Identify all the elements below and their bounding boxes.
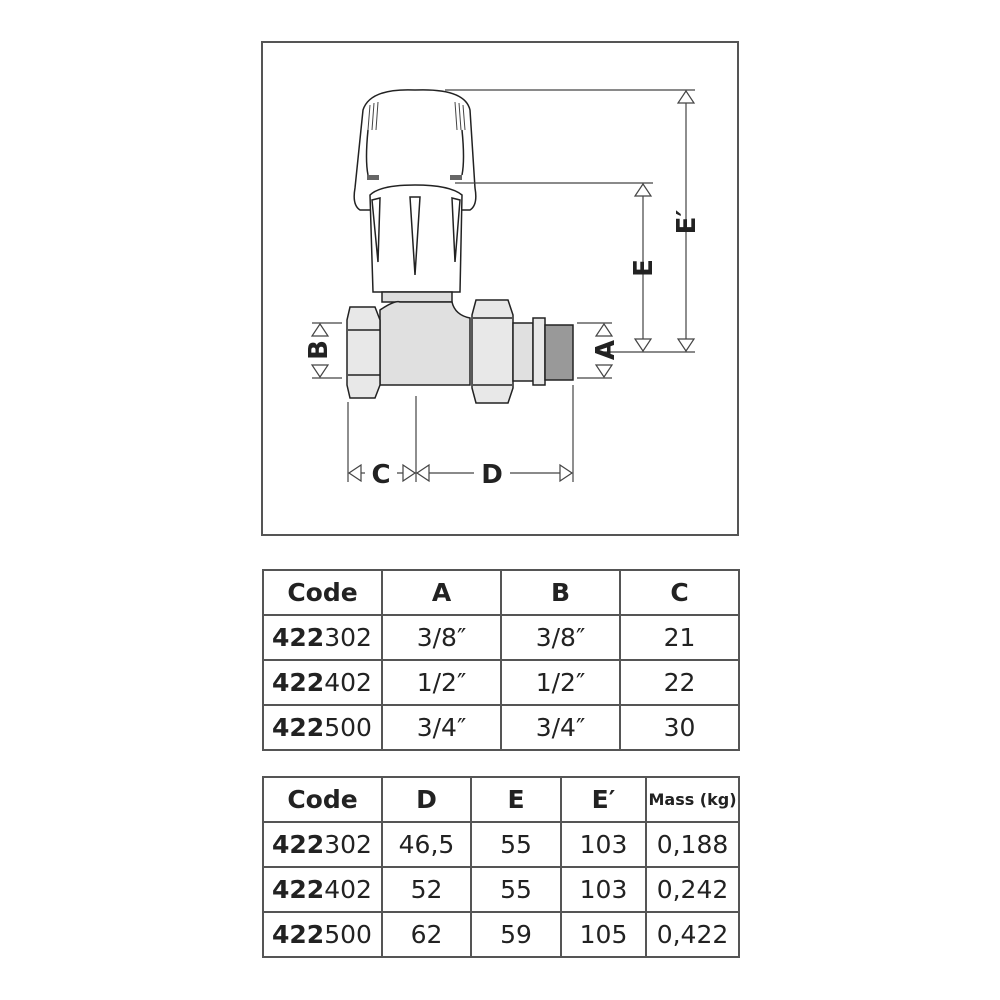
header-b: B	[500, 569, 621, 616]
table-row: 422500 62 59 105 0,422	[262, 911, 740, 958]
dimension-label-d: D	[481, 460, 503, 490]
header-a: A	[381, 569, 502, 616]
code-suffix: 302	[324, 623, 372, 652]
header-c: C	[619, 569, 740, 616]
code-cell: 422402	[262, 659, 383, 706]
code-suffix: 402	[324, 668, 372, 697]
dimension-label-e-prime: E′	[672, 210, 702, 235]
table-row: 422500 3/4″ 3/4″ 30	[262, 704, 740, 751]
header-e-prime: E′	[560, 776, 647, 823]
table-row: 422302 46,5 55 103 0,188	[262, 821, 740, 868]
dimension-lines	[310, 89, 696, 483]
diagram-frame	[261, 41, 739, 536]
code-cell: 422302	[262, 614, 383, 661]
cell-e: 55	[470, 821, 562, 868]
code-cell: 422402	[262, 866, 383, 913]
dimension-label-e: E	[629, 259, 659, 277]
table-row: 422402 1/2″ 1/2″ 22	[262, 659, 740, 706]
cell-e-prime: 103	[560, 821, 647, 868]
cell-b: 1/2″	[500, 659, 621, 706]
table-row: 422402 52 55 103 0,242	[262, 866, 740, 913]
code-suffix: 500	[324, 713, 372, 742]
code-prefix: 422	[272, 920, 325, 949]
cell-c: 30	[619, 704, 740, 751]
cell-d: 62	[381, 911, 472, 958]
code-prefix: 422	[272, 875, 325, 904]
cell-mass: 0,422	[645, 911, 740, 958]
valve-drawing	[346, 89, 574, 404]
header-d: D	[381, 776, 472, 823]
cell-e: 55	[470, 866, 562, 913]
dimension-label-c: C	[371, 460, 390, 490]
dimension-label-b: B	[304, 340, 334, 360]
cell-b: 3/4″	[500, 704, 621, 751]
cell-a: 1/2″	[381, 659, 502, 706]
cell-c: 21	[619, 614, 740, 661]
cell-e-prime: 105	[560, 911, 647, 958]
cell-b: 3/8″	[500, 614, 621, 661]
header-code: Code	[262, 569, 383, 616]
cell-a: 3/8″	[381, 614, 502, 661]
code-prefix: 422	[272, 713, 325, 742]
header-e: E	[470, 776, 562, 823]
cell-e-prime: 103	[560, 866, 647, 913]
code-cell: 422500	[262, 704, 383, 751]
code-suffix: 402	[324, 875, 372, 904]
code-prefix: 422	[272, 668, 325, 697]
header-mass: Mass (kg)	[645, 776, 740, 823]
cell-c: 22	[619, 659, 740, 706]
dimensions-table-de-mass: Code D E E′ Mass (kg) 422302 46,5 55 103…	[262, 776, 740, 958]
code-suffix: 302	[324, 830, 372, 859]
dimension-label-a: A	[591, 340, 621, 360]
code-prefix: 422	[272, 623, 325, 652]
code-suffix: 500	[324, 920, 372, 949]
valve-dimension-diagram: E E′ A B C D	[261, 41, 739, 536]
cell-d: 46,5	[381, 821, 472, 868]
cell-e: 59	[470, 911, 562, 958]
cell-mass: 0,188	[645, 821, 740, 868]
cell-a: 3/4″	[381, 704, 502, 751]
cell-d: 52	[381, 866, 472, 913]
code-prefix: 422	[272, 830, 325, 859]
code-cell: 422500	[262, 911, 383, 958]
dimensions-table-abc: Code A B C 422302 3/8″ 3/8″ 21 422402 1/…	[262, 569, 740, 751]
cell-mass: 0,242	[645, 866, 740, 913]
table-header-row: Code A B C	[262, 569, 740, 616]
header-code: Code	[262, 776, 383, 823]
code-cell: 422302	[262, 821, 383, 868]
table-header-row: Code D E E′ Mass (kg)	[262, 776, 740, 823]
table-row: 422302 3/8″ 3/8″ 21	[262, 614, 740, 661]
